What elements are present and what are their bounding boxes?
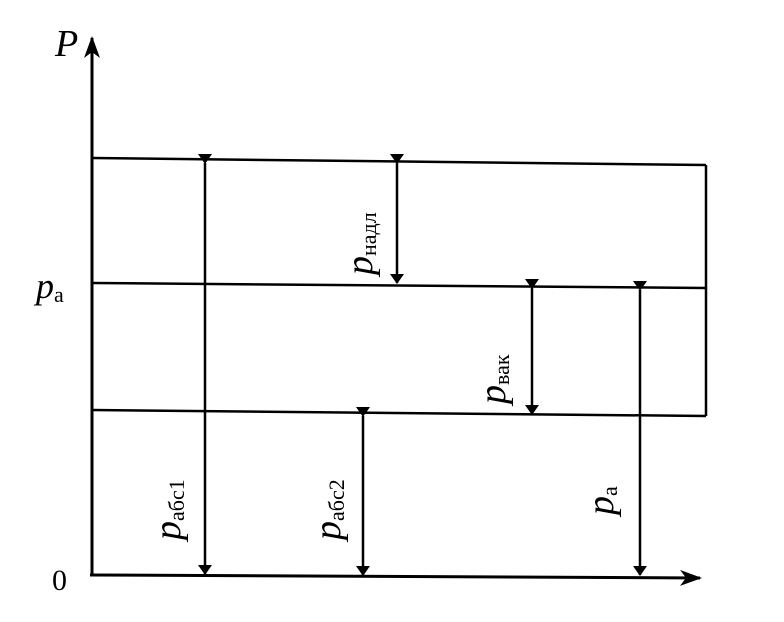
atmospheric-pressure-line xyxy=(91,281,707,290)
p-a-label-main: p xyxy=(580,496,622,518)
lower-pressure-line xyxy=(91,408,707,418)
pa-axis-label: pа xyxy=(33,266,64,307)
origin-label: 0 xyxy=(52,564,67,597)
p-izb-label: pнадл xyxy=(339,212,381,278)
p-abs1-label-main: p xyxy=(147,521,189,543)
p-vak-label-main: p xyxy=(472,385,514,407)
pa-axis-label-sub: а xyxy=(54,282,64,307)
p-vak-label: pвак xyxy=(472,354,514,407)
upper-pressure-line xyxy=(91,156,707,167)
p-vak-label-sub: вак xyxy=(489,354,514,385)
p-abs1-label-sub: абс1 xyxy=(164,479,189,521)
p-abs2-label-sub: абс2 xyxy=(324,479,349,521)
p-a-label-sub: а xyxy=(597,486,622,496)
p-abs1-label: pабс1 xyxy=(147,479,189,543)
p-abs2-label-main: p xyxy=(307,521,349,543)
y-axis-label: P xyxy=(54,23,78,65)
x-axis xyxy=(89,569,702,586)
p-abs2-label: pабс2 xyxy=(307,479,349,543)
pa-axis-label-main: p xyxy=(33,266,54,306)
p-izb-label-main: p xyxy=(339,256,381,278)
p-izb-label-sub: надл xyxy=(356,212,381,256)
p-a-label: pа xyxy=(580,486,622,518)
